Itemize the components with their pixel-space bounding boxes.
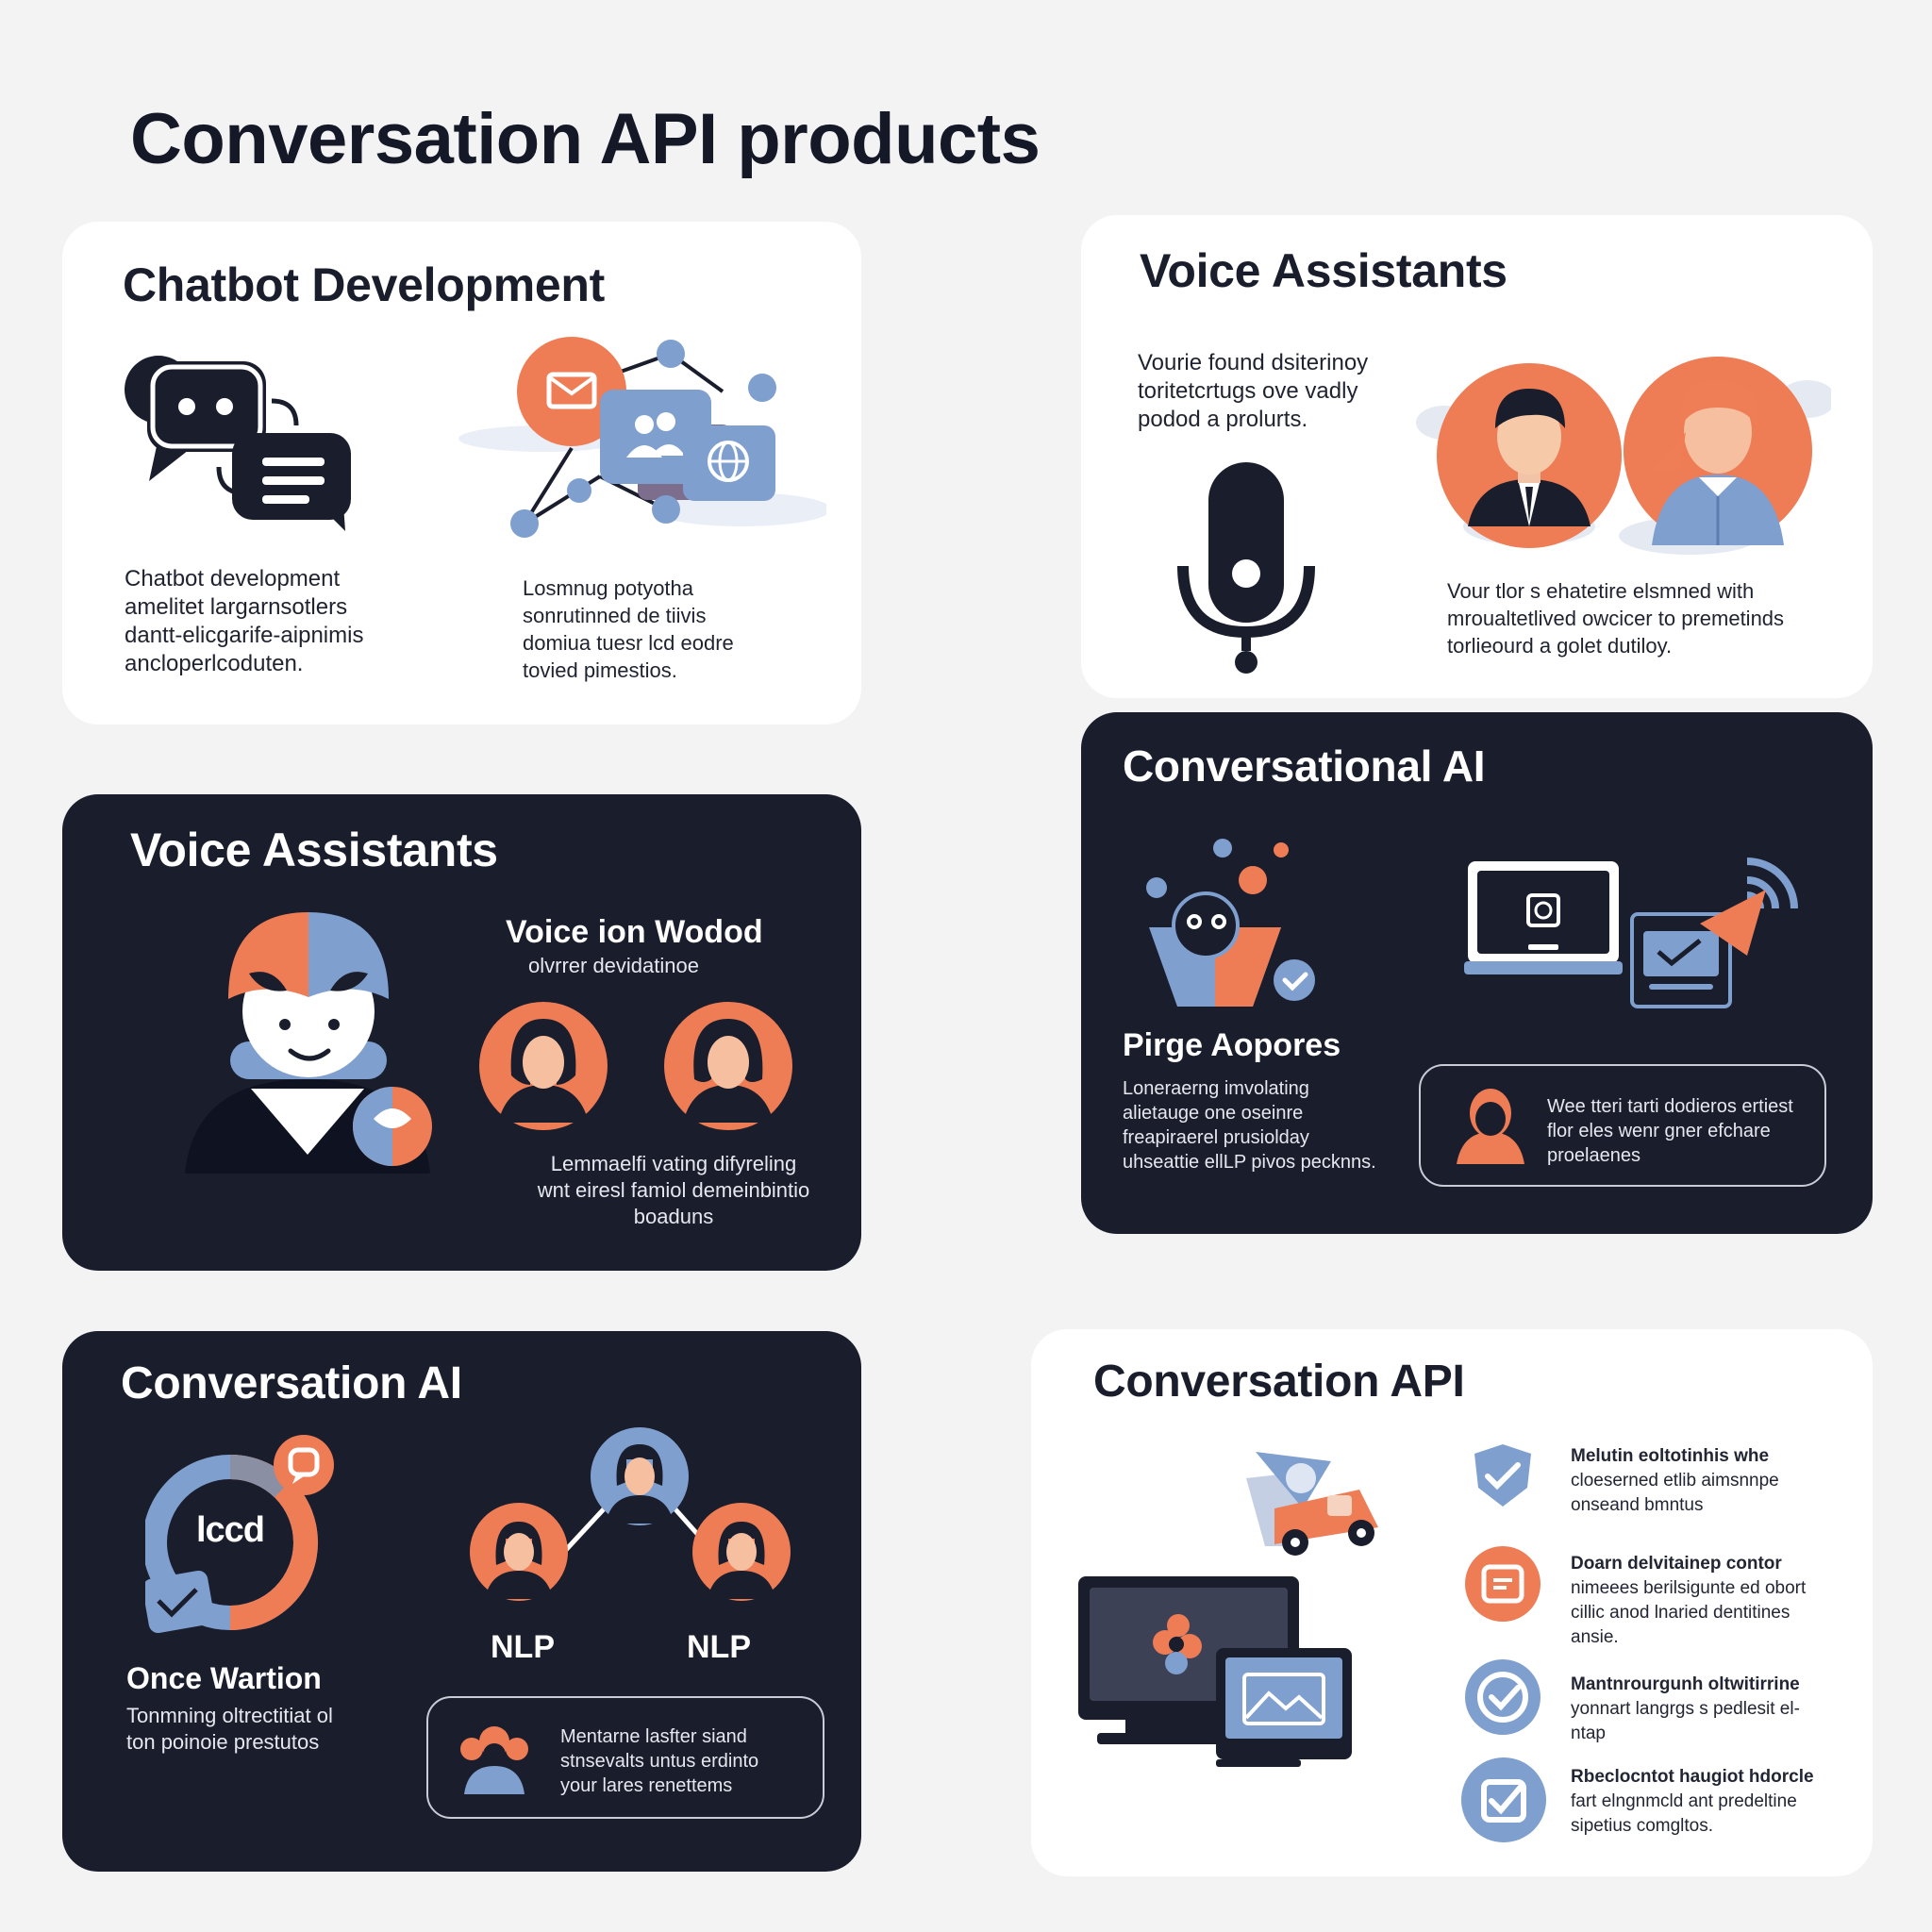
- feature-icon-2: [1465, 1546, 1541, 1622]
- text-line: Loneraerng imvolating: [1123, 1078, 1309, 1099]
- info-pill[interactable]: Mentarne lasfter siand stnsevalts untus …: [426, 1696, 824, 1819]
- text-line: Losmnug potyotha: [523, 576, 694, 600]
- text-line: cloeserned etlib aimsnnpe: [1571, 1471, 1779, 1491]
- network-icon: [458, 335, 826, 552]
- card-voice-assistants[interactable]: Voice Assistants Vourie found dsiterinoy…: [1081, 215, 1873, 698]
- subtitle-caption: olvrrer devidatinoe: [528, 954, 699, 977]
- nlp-label-left: NLP: [491, 1629, 555, 1665]
- laptop-icon: [1464, 833, 1823, 1012]
- card-description-secondary: Losmnug potyotha sonrutinned de tiivis d…: [523, 575, 734, 684]
- feature-text-3: Mantnrourgunh oltwitirrine yonnart langr…: [1571, 1673, 1800, 1746]
- card-description: Loneraerng imvolating alietauge one osei…: [1123, 1076, 1376, 1174]
- checkbox-badge-icon: [1461, 1757, 1546, 1842]
- card-title: Conversational AI: [1123, 741, 1486, 791]
- feature-icon-1: [1467, 1441, 1539, 1512]
- text-line: mroualtetlived owcicer to premetinds: [1447, 607, 1785, 630]
- feature-text-4: Rbeclocntot haugiot hdorcle fart elngnmc…: [1571, 1765, 1814, 1839]
- monitor-icon: [1078, 1576, 1361, 1774]
- feature-text-2: Doarn delvitainep contor nimeees berilsi…: [1571, 1552, 1806, 1650]
- card-conversation-api[interactable]: Conversation API: [1031, 1329, 1873, 1876]
- feature-lead: Mantnrourgunh oltwitirrine: [1571, 1674, 1800, 1694]
- text-line: Lemmaelfi vating difyreling: [550, 1152, 797, 1175]
- text-line: dantt-elicgarife-aipnimis: [125, 623, 364, 648]
- text-line: your lares renettems: [560, 1775, 733, 1796]
- text-line: Tonmning oltrectitiat ol: [126, 1704, 333, 1727]
- nlp-label-right: NLP: [687, 1629, 751, 1665]
- person-network: [470, 1425, 791, 1605]
- person-icon: [1453, 1085, 1528, 1164]
- info-pill[interactable]: Wee tteri tarti dodieros ertiest flor el…: [1419, 1064, 1826, 1187]
- text-line: torlieourd a golet dutiloy.: [1447, 634, 1673, 658]
- text-line: wnt eiresl famiol demeinbintio: [537, 1178, 810, 1202]
- subtitle: Pirge Aopores: [1123, 1027, 1341, 1063]
- feature-text-1: Melutin eoltotinhis whe cloeserned etlib…: [1571, 1444, 1779, 1518]
- text-line: amelitet largarnsotlers: [125, 594, 348, 620]
- text-line: domiua tuesr lcd eodre: [523, 631, 734, 655]
- person-icon: [662, 1000, 794, 1132]
- check-badge-icon: [1465, 1659, 1541, 1735]
- card-voice-assistants-dark[interactable]: Voice Assistants Voice ion Wodod olvrrer…: [62, 794, 861, 1271]
- card-description: Lemmaelfi vating difyreling wnt eiresl f…: [447, 1151, 861, 1230]
- text-line: nimeees berilsigunte ed obort: [1571, 1578, 1807, 1598]
- card-title: Voice Assistants: [130, 824, 498, 876]
- person-icon: [477, 1000, 609, 1132]
- card-description: Chatbot development amelitet largarnsotl…: [125, 565, 363, 678]
- text-line: Wee tteri tarti dodieros ertiest: [1547, 1096, 1793, 1117]
- microphone-icon: [1175, 462, 1317, 679]
- card-title: Conversation AI: [121, 1358, 462, 1408]
- text-line: Chatbot development: [125, 566, 341, 591]
- text-line: ansie.: [1571, 1627, 1619, 1647]
- text-line: onseand bmntus: [1571, 1495, 1704, 1515]
- card-title: Voice Assistants: [1140, 244, 1507, 297]
- text-line: yonnart langrgs s pedlesit el-: [1571, 1699, 1800, 1719]
- text-line: stnsevalts untus erdinto: [560, 1751, 759, 1772]
- card-conversation-ai[interactable]: Conversation AI lccd Once Wartion Tonmni…: [62, 1331, 861, 1872]
- text-line: sipetius comgltos.: [1571, 1816, 1714, 1836]
- pill-text: Mentarne lasfter siand stnsevalts untus …: [560, 1724, 758, 1798]
- subtitle: Voice ion Wodod: [506, 914, 763, 950]
- page-title: Conversation API products: [130, 99, 1041, 179]
- text-line: flor eles wenr gner efchare: [1547, 1121, 1771, 1141]
- chat-bubbles-icon: [121, 344, 366, 533]
- text-line: ancloperlcoduten.: [125, 651, 304, 676]
- card-chatbot-development[interactable]: Chatbot Development: [62, 222, 861, 724]
- text-line: toritetcrtugs ove vadly: [1138, 378, 1358, 404]
- text-line: Vour tlor s ehatetire elsmned with: [1447, 579, 1755, 603]
- text-line: fart elngnmcld ant predeltine: [1571, 1791, 1797, 1811]
- text-line: alietauge one oseinre: [1123, 1103, 1304, 1124]
- feature-lead: Rbeclocntot haugiot hdorcle: [1571, 1767, 1814, 1787]
- card-description: Vour tlor s ehatetire elsmned with mroua…: [1447, 577, 1784, 659]
- feature-lead: Doarn delvitainep contor: [1571, 1554, 1782, 1574]
- text-line: boaduns: [633, 1205, 714, 1228]
- text-line: ton poinoie prestutos: [126, 1730, 320, 1754]
- card-description: Tonmning oltrectitiat ol ton poinoie pre…: [126, 1703, 333, 1756]
- ring-label: lccd: [195, 1510, 265, 1550]
- text-line: sonrutinned de tiivis: [523, 604, 707, 627]
- text-line: uhseattie ellLP pivos pecknns.: [1123, 1152, 1376, 1173]
- avatar-icon: [175, 900, 458, 1174]
- text-line: proelaenes: [1547, 1145, 1641, 1166]
- card-intro: Vourie found dsiterinoy toritetcrtugs ov…: [1138, 349, 1368, 434]
- ring-chart-icon: [145, 1429, 343, 1637]
- text-line: ntap: [1571, 1724, 1606, 1743]
- group-icon: [457, 1721, 532, 1796]
- text-line: freapiraerel prusiolday: [1123, 1127, 1309, 1148]
- text-line: cillic anod lnaried dentitines: [1571, 1603, 1790, 1623]
- card-title: Chatbot Development: [123, 258, 605, 311]
- text-line: podod a prolurts.: [1138, 407, 1308, 432]
- text-line: Mentarne lasfter siand: [560, 1726, 747, 1747]
- car-icon: [1237, 1442, 1388, 1565]
- pill-text: Wee tteri tarti dodieros ertiest flor el…: [1547, 1094, 1793, 1168]
- card-title: Conversation API: [1093, 1357, 1465, 1407]
- card-conversational-ai[interactable]: Conversational AI: [1081, 712, 1873, 1234]
- feature-lead: Melutin eoltotinhis whe: [1571, 1446, 1770, 1466]
- bot-icon: [1140, 833, 1328, 1012]
- text-line: tovied pimestios.: [523, 658, 677, 682]
- text-line: Vourie found dsiterinoy: [1138, 350, 1369, 375]
- people-icon: [1416, 357, 1831, 555]
- subtitle: Once Wartion: [126, 1661, 322, 1695]
